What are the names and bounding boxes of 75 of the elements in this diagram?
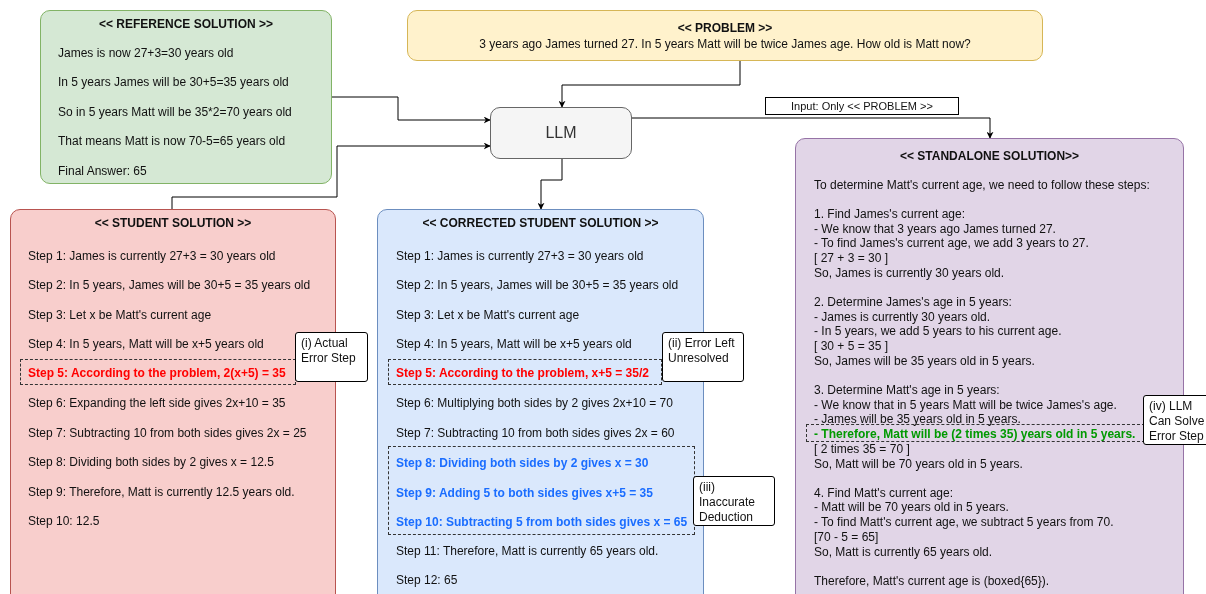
step-text: Step 2: In 5 years, James will be 30+5 = 35 years old xyxy=(28,278,311,292)
step-text: - We know that 3 years ago James turned 27. xyxy=(814,221,1056,236)
step-text: - To find Matt's current age, we subtract 5 years from 70. xyxy=(814,515,1114,530)
step-text: Step 8: Dividing both sides by 2 gives x = 12.5 xyxy=(28,455,274,469)
callout-box xyxy=(295,332,368,382)
step-text: So, James is currently 30 years old. xyxy=(814,265,1005,280)
callout-box xyxy=(662,332,744,382)
step-text: - We know that in 5 years Matt will be twice James's age. xyxy=(814,397,1117,412)
card-heading: << REFERENCE SOLUTION >> xyxy=(97,16,274,33)
arrow xyxy=(171,142,491,210)
callout-text: (ii) Error Left Unresolved xyxy=(668,336,735,365)
step-text: Step 10: Subtracting 5 from both sides gives x = 65 xyxy=(396,515,688,529)
highlighted-step-box xyxy=(388,359,662,386)
callout-text: (i) Actual Error Step xyxy=(301,336,356,365)
arrow xyxy=(631,117,994,139)
problem-card xyxy=(407,10,1043,61)
card-heading: << STUDENT SOLUTION >> xyxy=(93,215,253,232)
step-text: - James is currently 30 years old. xyxy=(814,309,991,324)
step-text: So, James will be 35 years old in 5 years. xyxy=(814,353,1035,368)
step-text: - Matt will be 70 years old in 5 years. xyxy=(814,500,1009,515)
step-text: Step 2: In 5 years, James will be 30+5 = 35 years old xyxy=(396,278,679,292)
solution-card xyxy=(40,10,332,184)
step-text: Step 9: Therefore, Matt is currently 12.5 years old. xyxy=(28,484,295,499)
step-text: Step 7: Subtracting 10 from both sides gives 2x = 25 xyxy=(28,425,307,440)
card-heading: << PROBLEM >> xyxy=(676,20,774,36)
step-text: Step 5: According to the problem, x+5 = 35/2 xyxy=(396,366,649,381)
step-text: Step 3: Let x be Matt's current age xyxy=(28,307,212,322)
callout-text: (iii) Inaccurate Deduction xyxy=(699,480,756,524)
step-text: - James will be 35 years old in 5 years. xyxy=(814,412,1021,427)
step-text: - Therefore, Matt will be (2 times 35) years old in 5 years. xyxy=(814,427,1136,442)
arrow xyxy=(558,60,741,108)
step-text: - To find James's current age, we add 3 years to 27. xyxy=(814,236,1089,251)
step-text: Step 4: In 5 years, Matt will be x+5 years old xyxy=(396,337,632,351)
step-text: - In 5 years, we add 5 years to his current age. xyxy=(814,324,1062,339)
step-text: Therefore, Matt's current age is (boxed{65}). xyxy=(814,573,1050,588)
solution-line: That means Matt is now 70-5=65 years old xyxy=(58,134,286,149)
step-text: Step 11: Therefore, Matt is currently 65 years old. xyxy=(396,543,659,558)
step-text: So, Matt is currently 65 years old. xyxy=(814,544,993,559)
step-text: To determine Matt's current age, we need to follow these steps: xyxy=(814,177,1150,192)
step-text: Step 9: Adding 5 to both sides gives x+5 = 35 xyxy=(396,485,653,500)
model-name: LLM xyxy=(545,124,577,142)
step-text: Step 5: According to the problem, 2(x+5) = 35 xyxy=(28,366,286,381)
model-box xyxy=(490,107,632,159)
arrow xyxy=(537,158,563,210)
step-text: [ 27 + 3 = 30 ] xyxy=(814,251,889,266)
problem-text: 3 years ago James turned 27. In 5 years Matt will be twice James age. How old is Matt now? xyxy=(478,36,972,52)
step-text: Step 12: 65 xyxy=(396,573,458,587)
solution-line: In 5 years James will be 30+5=35 years old xyxy=(58,75,289,90)
step-text: Step 1: James is currently 27+3 = 30 years old xyxy=(28,248,276,263)
step-text: Step 3: Let x be Matt's current age xyxy=(396,307,580,322)
step-text: Step 8: Dividing both sides by 2 gives x = 30 xyxy=(396,456,649,470)
arrow xyxy=(331,96,491,124)
solution-line: So in 5 years Matt will be 35*2=70 years old xyxy=(58,104,292,119)
callout-box xyxy=(693,476,775,526)
step-text: So, Matt will be 70 years old in 5 years. xyxy=(814,456,1023,471)
step-text: Step 6: Expanding the left side gives 2x+10 = 35 xyxy=(28,396,286,410)
callout-box xyxy=(1143,395,1206,445)
step-text: Step 4: In 5 years, Matt will be x+5 years old xyxy=(28,337,264,351)
step-text: Step 6: Multiplying both sides by 2 gives 2x+10 = 70 xyxy=(396,396,673,410)
step-text: [ 30 + 5 = 35 ] xyxy=(814,339,889,354)
step-text: [ 2 times 35 = 70 ] xyxy=(814,441,910,456)
step-text: 4. Find Matt's current age: xyxy=(814,485,954,500)
step-text: 3. Determine Matt's age in 5 years: xyxy=(814,383,1000,398)
edge-label: Input: Only << PROBLEM >> xyxy=(765,97,959,115)
card-heading: << CORRECTED STUDENT SOLUTION >> xyxy=(421,215,660,232)
step-text: Step 10: 12.5 xyxy=(28,514,100,528)
callout-text: (iv) LLM Can Solve Error Step xyxy=(1149,399,1205,443)
step-text: 2. Determine James's age in 5 years: xyxy=(814,295,1012,309)
step-text: Step 1: James is currently 27+3 = 30 years old xyxy=(396,248,644,263)
card-heading: << STANDALONE SOLUTION>> xyxy=(898,149,1081,164)
step-text: Step 7: Subtracting 10 from both sides gives 2x = 60 xyxy=(396,425,675,440)
step-text: 1. Find James's current age: xyxy=(814,206,966,221)
solution-line: James is now 27+3=30 years old xyxy=(58,46,234,60)
solution-line: Final Answer: 65 xyxy=(58,163,147,178)
step-text: [70 - 5 = 65] xyxy=(814,529,879,544)
